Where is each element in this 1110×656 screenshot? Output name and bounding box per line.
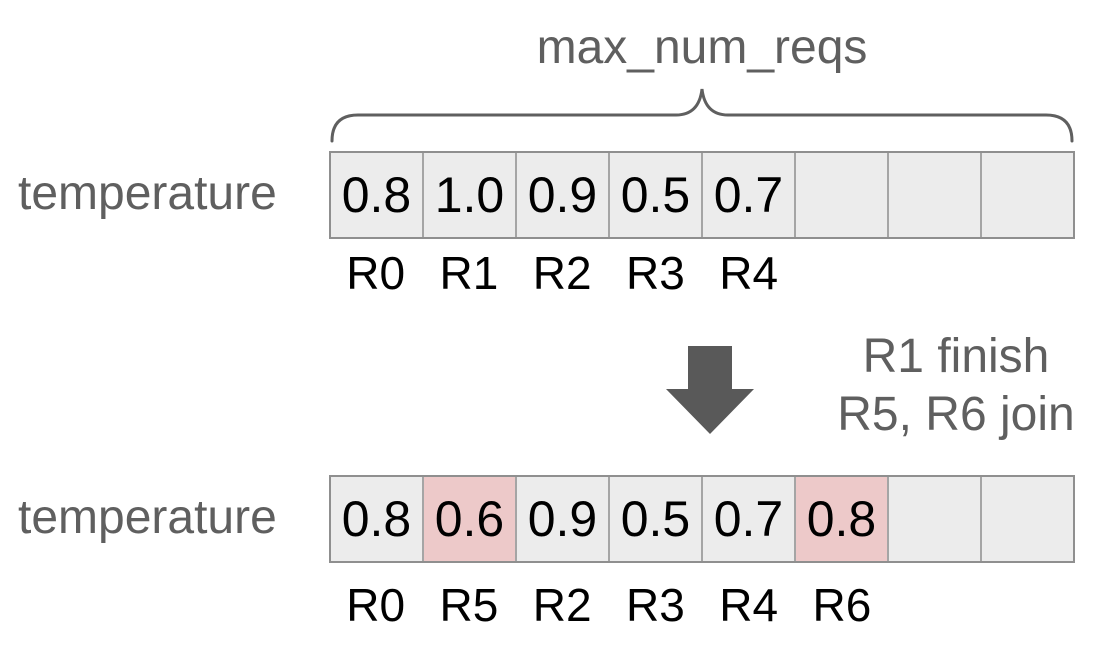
- request-label: R6: [812, 579, 872, 631]
- array-cell: 0.8: [331, 477, 424, 561]
- array-cell: 0.5: [610, 153, 703, 237]
- array-cell: 0.9: [517, 477, 610, 561]
- request-labels-after: R0 R5 R2 R3 R4 R6: [329, 580, 1075, 630]
- request-label: [889, 580, 982, 630]
- transition-line-1: R1 finish: [862, 330, 1050, 383]
- temperature-array-before: 0.8 1.0 0.9 0.5 0.7: [329, 151, 1075, 239]
- array-cell: 0.8: [331, 153, 424, 237]
- temperature-label-before: temperature: [18, 167, 277, 220]
- array-cell: 0.7: [703, 477, 796, 561]
- transition-annotation: R1 finish R5, R6 join: [820, 328, 1092, 444]
- array-cell: [889, 153, 982, 237]
- request-label: R0: [346, 579, 406, 631]
- request-label: [982, 248, 1075, 298]
- array-cell: 0.8: [796, 477, 889, 561]
- max-num-reqs-label: max_num_reqs: [536, 21, 868, 74]
- request-label: R4: [719, 579, 779, 631]
- request-label: R3: [625, 247, 685, 299]
- request-label: R2: [532, 579, 592, 631]
- array-cell: 0.5: [610, 477, 703, 561]
- request-label: [889, 248, 982, 298]
- array-cell: 1.0: [424, 153, 517, 237]
- request-label: [982, 580, 1075, 630]
- transition-line-2: R5, R6 join: [837, 388, 1075, 441]
- request-label: [795, 248, 888, 298]
- array-cell: [982, 477, 1073, 561]
- array-cell: [889, 477, 982, 561]
- array-cell: 0.9: [517, 153, 610, 237]
- array-cell: [982, 153, 1073, 237]
- temperature-array-after: 0.8 0.6 0.9 0.5 0.7 0.8: [329, 475, 1075, 563]
- request-label: R3: [625, 579, 685, 631]
- request-label: R2: [532, 247, 592, 299]
- temperature-label-after: temperature: [18, 491, 277, 544]
- request-label: R0: [346, 247, 406, 299]
- request-labels-before: R0 R1 R2 R3 R4: [329, 248, 1075, 298]
- array-cell: 0.6: [424, 477, 517, 561]
- request-label: R1: [439, 247, 499, 299]
- request-label: R4: [719, 247, 779, 299]
- array-cell: [796, 153, 889, 237]
- array-cell: 0.7: [703, 153, 796, 237]
- curly-brace-icon: [330, 88, 1074, 143]
- request-label: R5: [439, 579, 499, 631]
- down-arrow-icon: [666, 346, 754, 434]
